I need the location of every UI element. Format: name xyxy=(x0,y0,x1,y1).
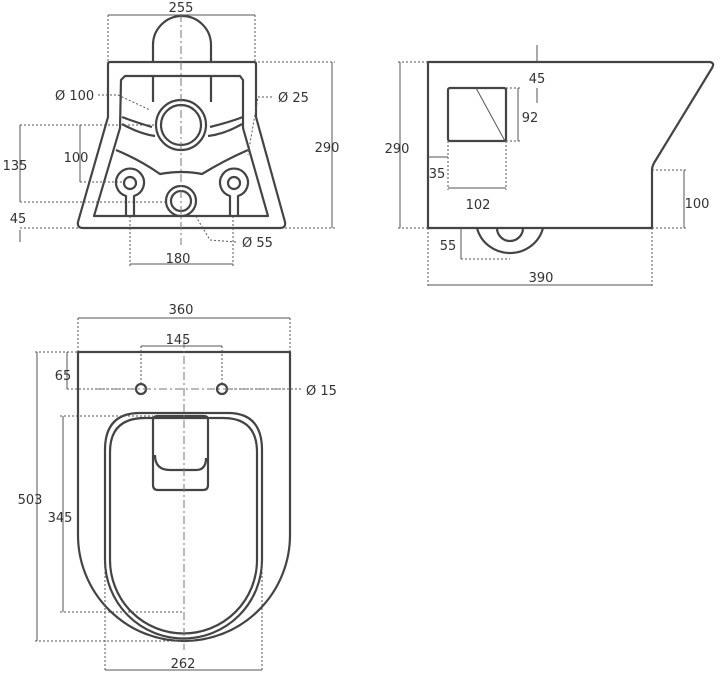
top-length-label: 503 xyxy=(18,493,43,508)
bottom-offset-label: 45 xyxy=(10,212,27,227)
drain-depth-label: 55 xyxy=(440,239,457,254)
seat-inner-outline xyxy=(108,416,259,635)
top-dim-ext xyxy=(35,318,303,672)
outlet-height-label: 135 xyxy=(3,159,28,174)
hole-diameter-label: Ø 15 xyxy=(306,384,337,399)
top-outline xyxy=(76,350,292,643)
inlet-diameter-label: Ø 25 xyxy=(278,91,309,106)
front-outline xyxy=(76,14,287,230)
bolt-boss-right xyxy=(218,167,250,216)
opening-diagonal xyxy=(475,87,506,142)
bowl-length-label: 345 xyxy=(48,511,73,526)
front-height-label-side: 100 xyxy=(685,197,710,212)
top-view: 360 145 65 Ø 15 503 345 262 xyxy=(18,303,337,672)
side-height-label: 290 xyxy=(385,142,410,157)
dim-ext xyxy=(20,15,335,266)
top-width-label: 360 xyxy=(169,303,194,318)
seat-outline xyxy=(103,411,264,640)
front-view: 255 290 135 100 45 180 Ø 100 Ø 25 Ø 55 xyxy=(3,1,340,267)
side-dim-lines xyxy=(399,45,685,286)
drain-diameter-label: Ø 55 xyxy=(242,236,273,251)
opening-width-label: 102 xyxy=(466,198,491,213)
outlet-diameter-label: Ø 100 xyxy=(55,89,94,104)
dim-lines xyxy=(19,14,333,265)
hole-spacing-label: 145 xyxy=(166,333,191,348)
tank-cover xyxy=(151,414,210,492)
length-label: 390 xyxy=(529,271,554,286)
drain-spigot-inner xyxy=(495,227,525,243)
bolt-hole-left xyxy=(122,175,138,191)
leader-lines xyxy=(98,94,272,243)
bolt-boss-left xyxy=(114,167,146,216)
bolt-hole-right xyxy=(226,175,242,191)
opening-height-label: 92 xyxy=(522,111,539,126)
side-opening xyxy=(446,86,508,143)
bolt-spacing-label: 180 xyxy=(166,252,191,267)
bowl-width-label: 262 xyxy=(171,657,196,672)
side-outline xyxy=(426,60,715,230)
side-dim-ext xyxy=(398,61,686,288)
front-height-label: 290 xyxy=(315,141,340,156)
top-dim-lines xyxy=(36,317,290,671)
front-inner-outline xyxy=(92,74,270,218)
side-view: 290 45 92 35 102 100 55 390 xyxy=(385,45,715,288)
bolt-to-outlet-label: 100 xyxy=(64,151,89,166)
hole-offset-label: 65 xyxy=(55,369,72,384)
drain-spigot-outer xyxy=(475,227,545,255)
side-offset-label: 35 xyxy=(429,167,446,182)
front-width-label: 255 xyxy=(169,1,194,16)
top-offset-label: 45 xyxy=(529,72,546,87)
front-inner-rib xyxy=(115,76,249,176)
